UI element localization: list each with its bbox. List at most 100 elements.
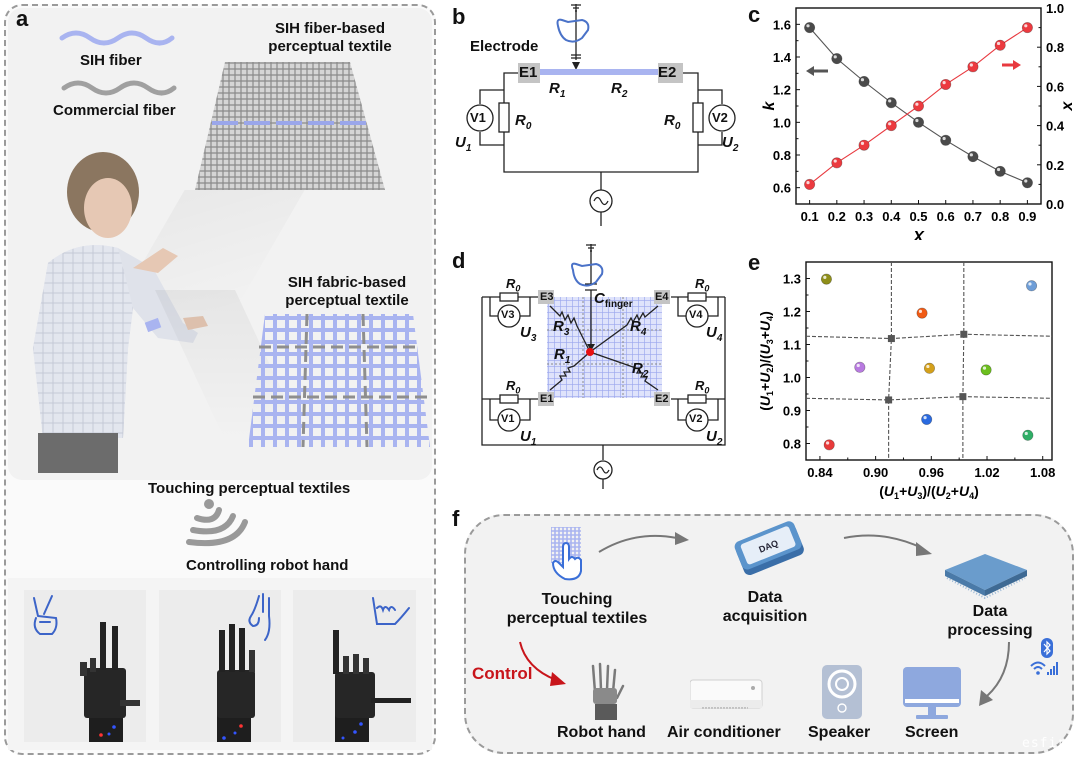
data-point-highlight xyxy=(1028,282,1032,286)
robot-photo-callme xyxy=(293,590,416,742)
circuit-b xyxy=(466,4,736,226)
fabric-textile-illustration xyxy=(248,313,430,448)
data-point-x-highlight xyxy=(969,63,973,67)
data-point-body xyxy=(921,413,933,425)
data-point-highlight xyxy=(923,416,927,420)
electrode-e4 xyxy=(654,290,670,304)
ok-gesture-icon xyxy=(248,593,271,641)
data-point-x-highlight xyxy=(996,41,1001,46)
r0-label-tr: R0 xyxy=(695,276,710,294)
data-point-body xyxy=(823,439,835,451)
y-axis-label: k xyxy=(761,100,778,110)
data-point-k xyxy=(885,97,897,109)
data-point-k-highlight xyxy=(806,24,810,28)
data-point xyxy=(854,361,866,373)
device-air-conditioner: Air conditioner xyxy=(667,724,781,741)
data-point-k xyxy=(940,134,952,146)
data-point-body xyxy=(980,364,992,376)
data-point-k-body xyxy=(858,76,870,88)
y-tick-label: 1.4 xyxy=(773,50,792,65)
data-point-x-body xyxy=(858,139,870,151)
data-point-x xyxy=(858,139,870,151)
speaker-icon xyxy=(822,665,862,719)
r1-label: R1 xyxy=(549,80,566,100)
data-point-body xyxy=(854,361,866,373)
flow-arrow-1 xyxy=(598,532,689,553)
data-point-k-body xyxy=(994,165,1006,177)
data-point-k-highlight xyxy=(915,118,919,123)
daq-device-icon: DAQ xyxy=(734,521,804,576)
x-tick-label: 0.2 xyxy=(828,209,846,224)
processor-chip-icon xyxy=(945,554,1027,600)
data-point-x xyxy=(804,178,816,190)
data-point-highlight xyxy=(823,275,827,279)
bluetooth-icon xyxy=(1041,638,1053,658)
data-point-x-body xyxy=(804,178,816,190)
data-point-highlight xyxy=(918,309,923,313)
u1-label: U1 xyxy=(455,134,472,154)
data-point-body xyxy=(916,307,928,319)
e4-label: E4 xyxy=(655,291,669,303)
data-point xyxy=(1026,280,1038,292)
data-point xyxy=(980,364,992,376)
e1-label-d: E1 xyxy=(540,393,554,405)
y-right-tick-label: 0.6 xyxy=(1046,79,1064,94)
panel-b-letter: b xyxy=(452,4,466,29)
data-point-x-highlight xyxy=(915,102,919,106)
data-point-x xyxy=(885,120,897,132)
data-point-x-body xyxy=(994,39,1006,51)
data-point-k-highlight xyxy=(833,55,837,59)
sih-fiber-label: SIH fiber xyxy=(80,52,142,69)
boundary-line-horizontal-2 xyxy=(805,396,1053,401)
x-tick-label: 0.5 xyxy=(909,209,927,224)
data-point-x-highlight xyxy=(860,141,865,145)
y-right-tick-label: 1.0 xyxy=(1046,1,1064,16)
data-point-k-highlight xyxy=(1024,179,1028,183)
r1-label-d: R1 xyxy=(554,346,571,366)
panel-a-letter: a xyxy=(16,6,29,31)
fiber-textile-illustration xyxy=(195,62,385,190)
data-point-k-highlight xyxy=(942,136,946,141)
data-point-k-body xyxy=(831,53,843,65)
data-point-k xyxy=(967,151,979,163)
boundary-marker xyxy=(885,396,893,404)
robot-hand-callme xyxy=(333,630,411,742)
data-point-highlight xyxy=(926,364,930,369)
data-point-x-body xyxy=(885,120,897,132)
device-screen: Screen xyxy=(905,724,959,741)
r2-label-d: R2 xyxy=(632,360,649,380)
y-right-tick-label: 0.4 xyxy=(1046,119,1065,134)
step-processing-label: Data processing xyxy=(947,603,1033,639)
control-arrow xyxy=(519,641,566,686)
data-point-body xyxy=(923,362,935,374)
y-tick-label: 1.2 xyxy=(773,83,791,98)
finger-icon xyxy=(556,18,590,43)
data-point-highlight xyxy=(856,363,860,368)
x-tick-label: 0.8 xyxy=(991,209,1009,224)
data-point-x-body xyxy=(913,100,925,112)
y-tick-label: 1.0 xyxy=(783,371,801,386)
boundary-marker xyxy=(960,330,968,338)
data-point xyxy=(923,362,935,374)
robot-photo-victory xyxy=(24,590,146,742)
e2-label-d: E2 xyxy=(655,393,669,405)
robot-photo-ok xyxy=(159,590,281,742)
data-point-k-body xyxy=(1021,177,1033,189)
control-label: Control xyxy=(472,664,533,683)
x-tick-label: 0.90 xyxy=(863,465,888,480)
data-point xyxy=(820,273,832,285)
r0-left-label: R0 xyxy=(515,112,532,132)
x-tick-label: 1.02 xyxy=(974,465,999,480)
sih-fiber-icon xyxy=(59,30,175,46)
call-me-gesture-icon xyxy=(372,597,410,625)
y-right-tick-label: 0.0 xyxy=(1046,197,1064,212)
y-tick-label: 1.1 xyxy=(783,338,801,353)
y-right-tick-label: 0.2 xyxy=(1046,158,1064,173)
data-point-k-body xyxy=(804,22,816,34)
data-point-k xyxy=(913,116,925,128)
step-touching-label: Touching perceptual textiles xyxy=(506,591,648,627)
data-point-x-highlight xyxy=(942,81,946,85)
data-point xyxy=(1022,429,1034,441)
x-tick-label: 0.3 xyxy=(855,209,873,224)
